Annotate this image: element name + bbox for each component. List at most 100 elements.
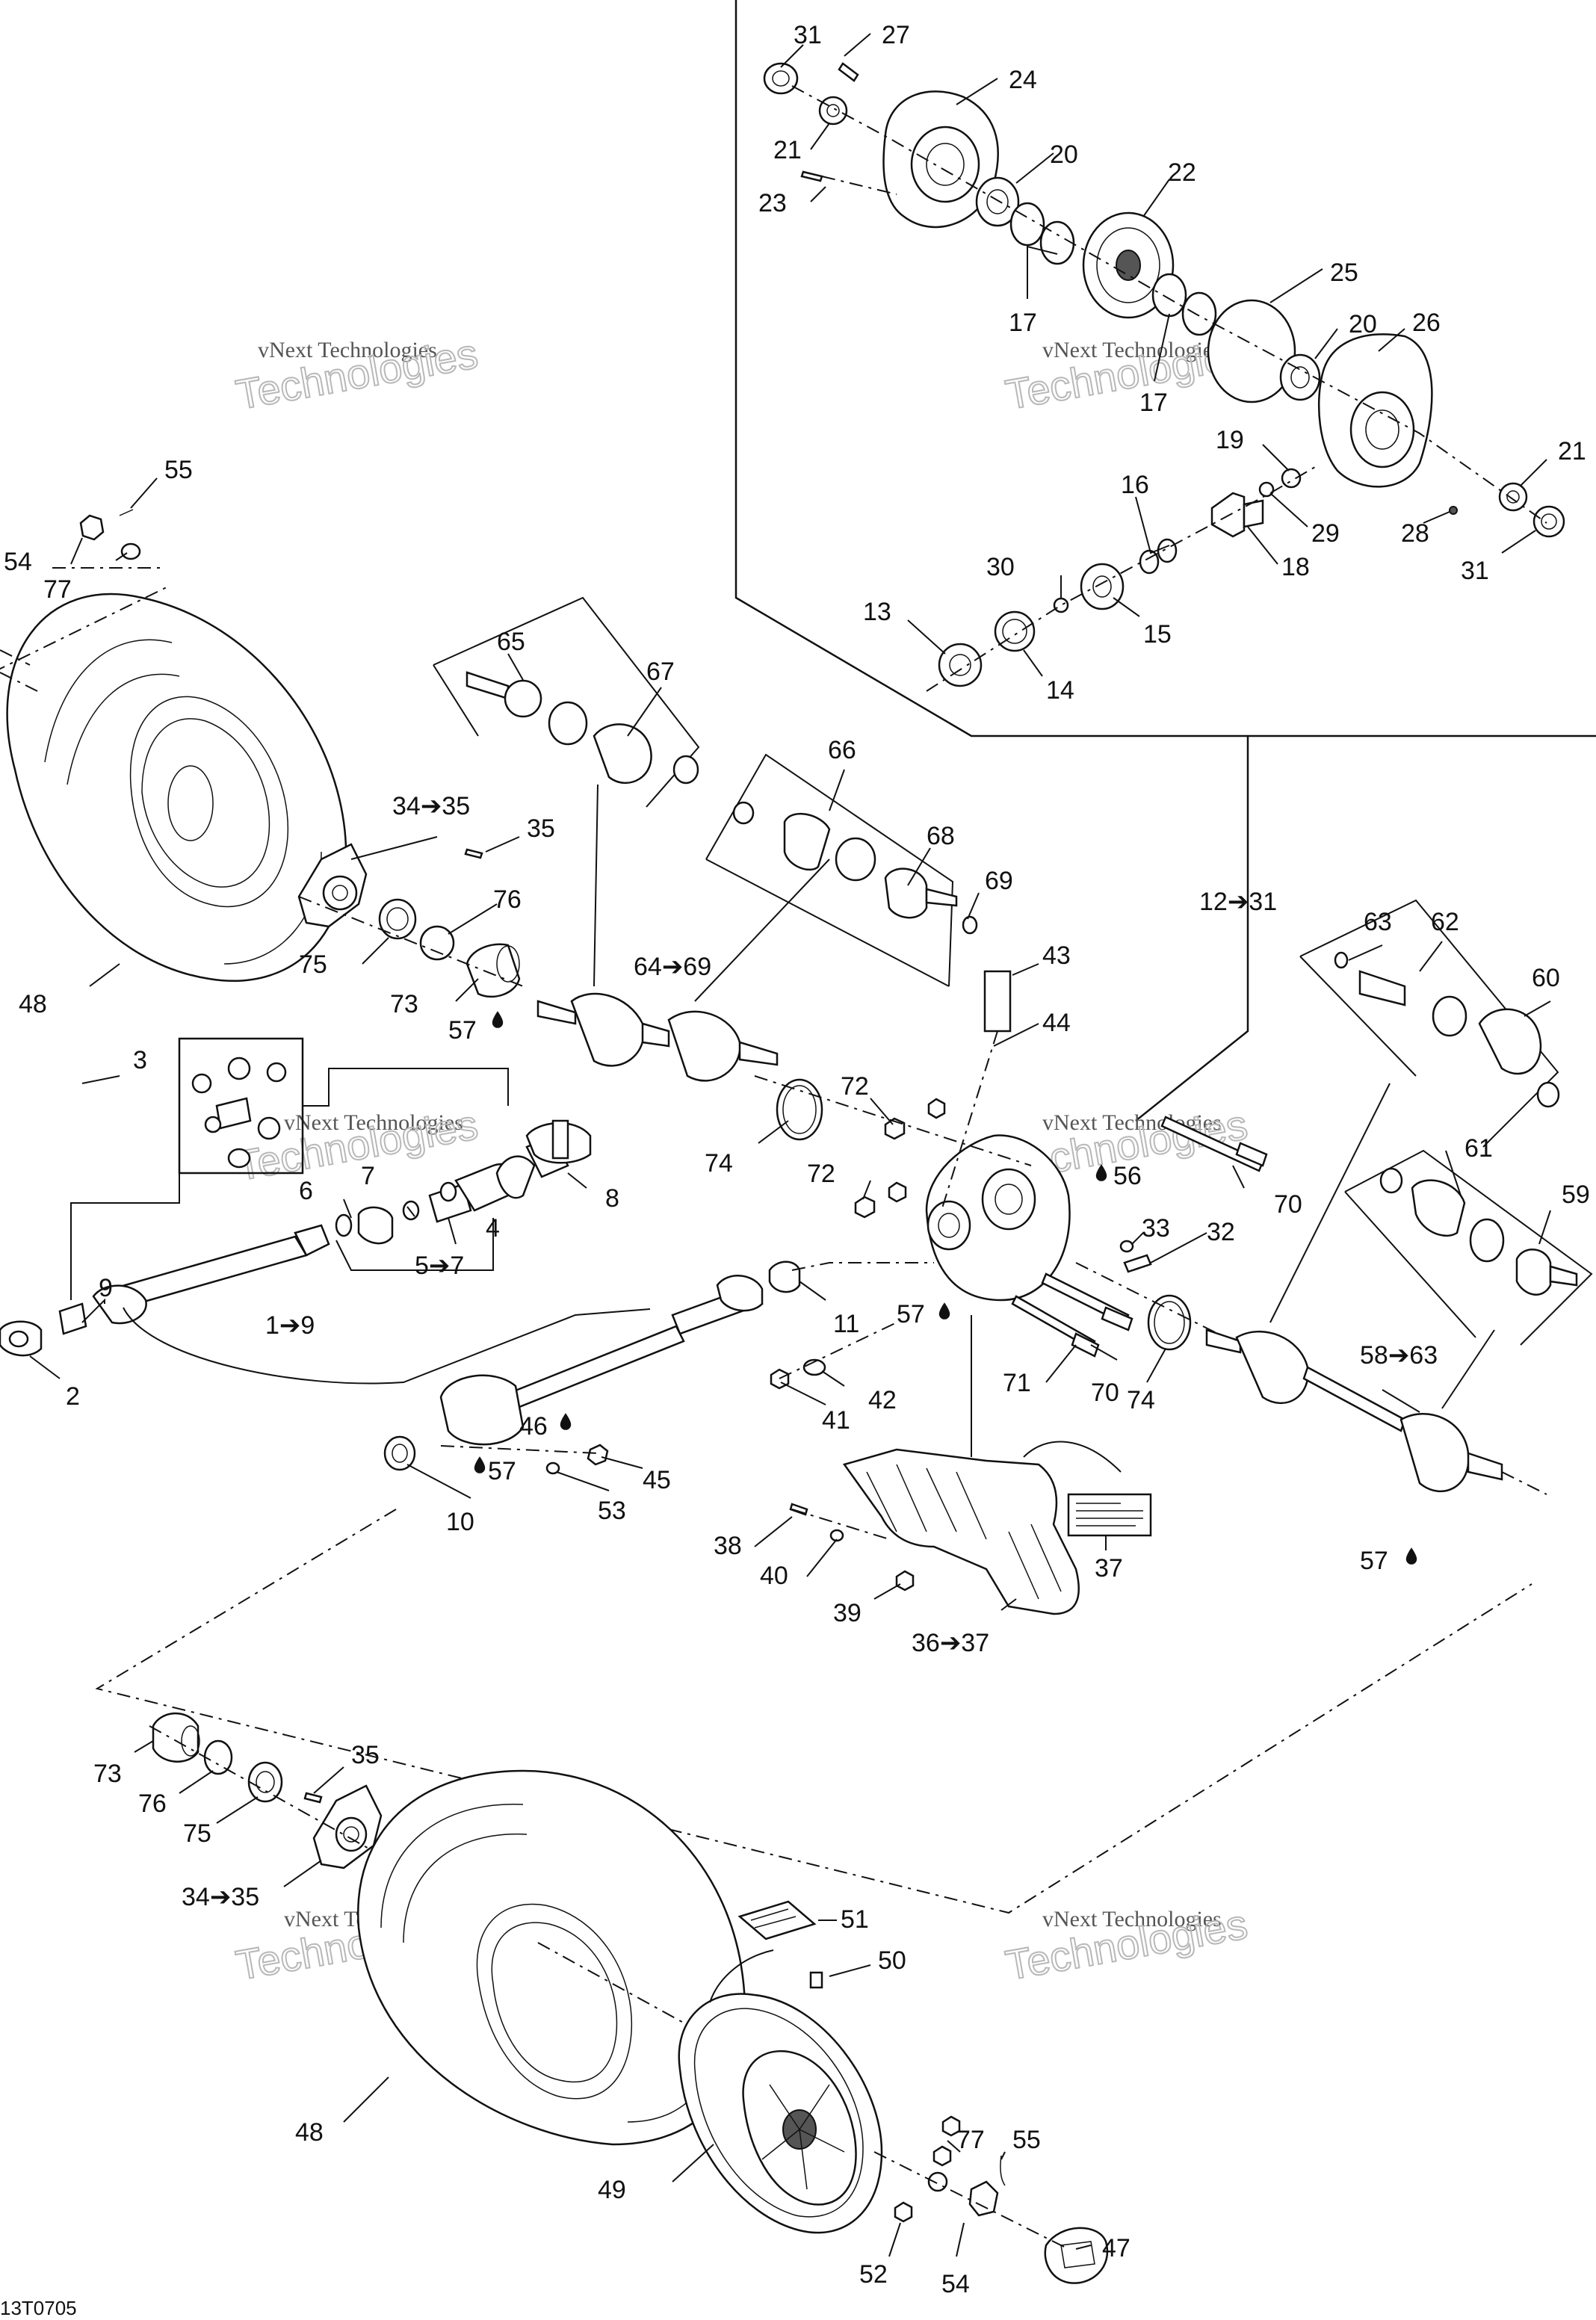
label-48: 48 — [19, 990, 47, 1018]
watermark-top-left: vNext Technologies Technologies — [232, 329, 482, 419]
leader-lines — [29, 33, 1551, 2257]
label-7: 7 — [361, 1162, 375, 1190]
label-60: 60 — [1532, 964, 1560, 992]
label-73: 73 — [390, 990, 418, 1018]
label-16: 16 — [1121, 471, 1149, 499]
label-55: 55 — [1012, 2126, 1041, 2154]
label-70: 70 — [1274, 1190, 1302, 1219]
axle-upper — [433, 596, 978, 1082]
label-72: 72 — [807, 1160, 835, 1188]
label-45: 45 — [643, 1466, 671, 1494]
hub-bottom — [149, 1712, 404, 1869]
label-8: 8 — [605, 1184, 619, 1213]
label-76: 76 — [138, 1790, 167, 1818]
label-77: 77 — [43, 575, 72, 604]
label-39: 39 — [833, 1599, 862, 1627]
label-69: 69 — [985, 867, 1013, 895]
label-72: 72 — [841, 1072, 869, 1101]
part-labels: 31 27 24 21 20 22 23 17 17 25 20 26 21 3… — [4, 21, 1590, 2298]
label-41: 41 — [822, 1406, 850, 1435]
label-22: 22 — [1168, 158, 1196, 187]
label-17: 17 — [1139, 389, 1168, 417]
label-75: 75 — [183, 1819, 211, 1848]
label-42: 42 — [868, 1386, 897, 1414]
label-14: 14 — [1046, 676, 1074, 705]
label-24: 24 — [1009, 66, 1037, 94]
label-74: 74 — [705, 1149, 733, 1178]
label-73: 73 — [93, 1760, 122, 1788]
label-21: 21 — [773, 136, 802, 164]
label-63: 63 — [1364, 908, 1392, 936]
label-12-31: 12➔31 — [1199, 888, 1277, 916]
svg-text:vNext Technologies: vNext Technologies — [258, 338, 437, 362]
label-71: 71 — [1003, 1369, 1031, 1397]
label-66: 66 — [828, 736, 856, 764]
rear-differential — [383, 970, 1268, 1475]
label-26: 26 — [1412, 309, 1441, 337]
wheel-bottom — [356, 1769, 1109, 2284]
bearing-group-top — [298, 896, 524, 998]
drop-icon — [492, 1011, 504, 1028]
label-64-69: 64➔69 — [634, 953, 711, 981]
label-30: 30 — [986, 553, 1015, 581]
label-57: 57 — [488, 1457, 516, 1485]
label-75: 75 — [299, 950, 327, 979]
differential-inset-frame — [734, 0, 1596, 1122]
label-31: 31 — [794, 21, 822, 49]
label-28: 28 — [1401, 519, 1429, 548]
label-57: 57 — [1360, 1547, 1388, 1575]
label-33: 33 — [1142, 1214, 1170, 1243]
label-54: 54 — [4, 548, 32, 576]
label-61: 61 — [1464, 1134, 1493, 1163]
label-44: 44 — [1042, 1009, 1071, 1037]
label-34-35: 34➔35 — [392, 792, 470, 820]
drop-icon — [938, 1302, 950, 1320]
label-40: 40 — [760, 1562, 788, 1590]
label-2: 2 — [66, 1382, 80, 1411]
label-54: 54 — [941, 2270, 970, 2298]
svg-text:vNext Technologies: vNext Technologies — [1042, 338, 1222, 362]
label-77: 77 — [956, 2126, 985, 2154]
label-57: 57 — [897, 1300, 925, 1328]
label-11: 11 — [833, 1310, 859, 1338]
svg-text:vNext Technologies: vNext Technologies — [1042, 1907, 1222, 1931]
label-37: 37 — [1095, 1554, 1123, 1583]
drop-icon — [474, 1456, 486, 1473]
label-20: 20 — [1349, 310, 1377, 338]
label-17: 17 — [1009, 309, 1037, 337]
label-10: 10 — [446, 1508, 474, 1536]
label-29: 29 — [1311, 519, 1340, 548]
label-52: 52 — [859, 2260, 888, 2289]
label-57: 57 — [448, 1016, 477, 1045]
label-56: 56 — [1113, 1162, 1142, 1190]
label-76: 76 — [493, 885, 522, 914]
label-9: 9 — [99, 1274, 113, 1302]
label-51: 51 — [841, 1905, 869, 1934]
label-43: 43 — [1042, 941, 1071, 970]
label-3: 3 — [133, 1046, 147, 1074]
label-50: 50 — [878, 1946, 906, 1975]
label-48: 48 — [295, 2118, 324, 2147]
label-74: 74 — [1127, 1386, 1155, 1414]
label-65: 65 — [497, 628, 525, 656]
label-34-35: 34➔35 — [182, 1883, 259, 1911]
label-59: 59 — [1562, 1181, 1590, 1209]
wheel-top-left — [0, 567, 347, 983]
nut-group-top — [79, 509, 141, 560]
label-70: 70 — [1091, 1379, 1119, 1407]
label-46: 46 — [519, 1412, 548, 1441]
label-47: 47 — [1102, 2234, 1130, 2262]
watermark-mid-left: vNext Technologies Technologies — [232, 1100, 482, 1190]
hub-top — [297, 843, 483, 928]
label-6: 6 — [299, 1177, 313, 1205]
differential-parts — [763, 62, 1565, 692]
label-18: 18 — [1281, 553, 1310, 581]
label-19: 19 — [1216, 426, 1244, 454]
label-62: 62 — [1431, 908, 1459, 936]
label-5-7: 5➔7 — [415, 1252, 464, 1280]
lower-assembly-box — [95, 1509, 1532, 1914]
label-55: 55 — [164, 456, 193, 484]
label-67: 67 — [646, 658, 675, 686]
label-53: 53 — [598, 1497, 626, 1525]
